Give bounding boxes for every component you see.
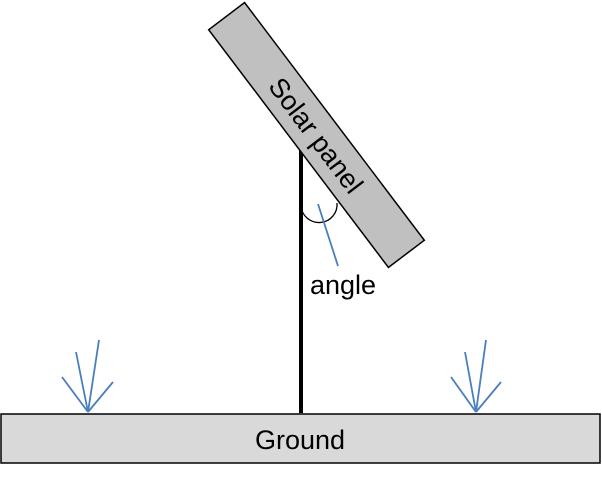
angle-arc <box>300 202 338 224</box>
grass-right-icon <box>450 339 502 413</box>
angle-label: angle <box>310 270 376 300</box>
ground-rect <box>0 413 601 464</box>
grass-left-icon <box>61 339 114 413</box>
ground-label: Ground <box>255 425 345 455</box>
solar-panel-rect <box>207 1 426 269</box>
ground: Ground <box>0 413 601 464</box>
solar-panel: Solar panel <box>207 1 426 269</box>
angle-pointer-line <box>317 203 339 267</box>
solar-panel-label: Solar panel <box>263 72 369 199</box>
